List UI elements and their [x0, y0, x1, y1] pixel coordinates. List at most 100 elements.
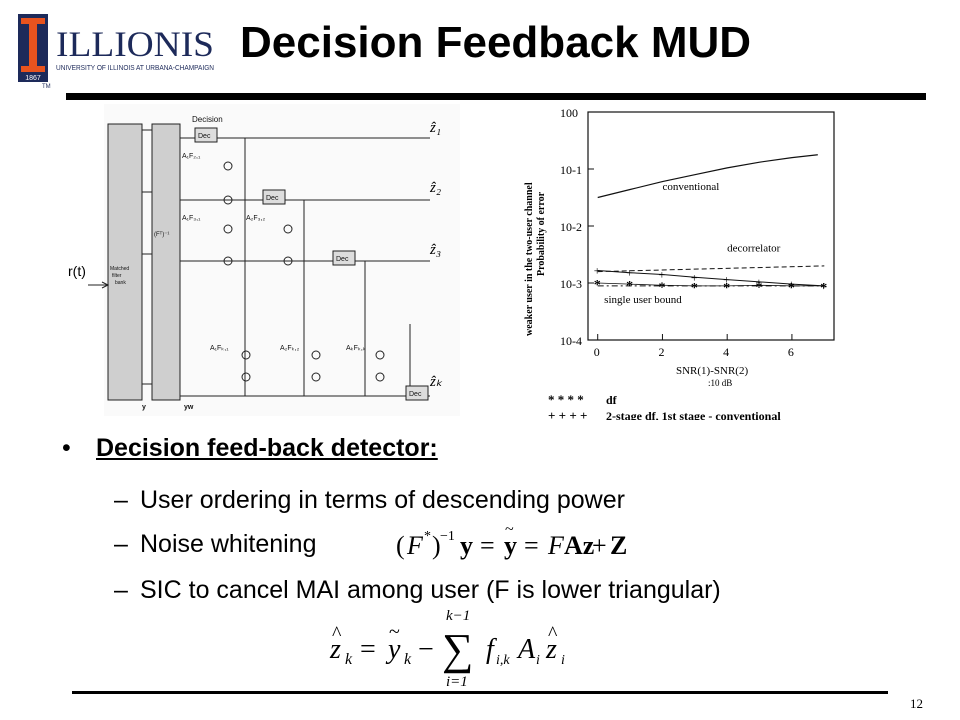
- dec-label-3: Dec: [336, 256, 349, 263]
- error-probability-chart: 100 10-1 10-2 10-3 10-4 0 2 4 6 weaker user in th…: [524, 106, 835, 420]
- sic-sub-k2: k: [404, 651, 412, 668]
- sub-bullet-2-text: Noise whitening: [140, 530, 317, 558]
- df-point: *: [756, 280, 763, 295]
- x-tick-label: 6: [788, 345, 794, 359]
- sic-sub-i: i: [536, 653, 540, 668]
- sic-hat-2: ^: [548, 623, 558, 645]
- two-stage-point: +: [723, 273, 730, 287]
- eq-tilde: ~: [505, 521, 514, 538]
- dec-label-k: Dec: [409, 391, 422, 398]
- y-tick-label: 10-4: [560, 334, 582, 348]
- df-point: *: [788, 281, 795, 296]
- whitening-equation: ( F * ) −1 y = y ~ = F Az + Z: [396, 521, 627, 560]
- df-point: *: [820, 281, 827, 296]
- yw-label: yw: [184, 404, 194, 411]
- sic-tilde: ~: [389, 621, 400, 643]
- eq-y: y: [460, 531, 473, 560]
- y-label: y: [142, 404, 146, 411]
- page-number: 12: [910, 696, 923, 711]
- sic-minus: −: [418, 634, 434, 665]
- footer-rule: [72, 691, 888, 694]
- curve-label-conventional: conventional: [662, 181, 719, 193]
- x-tick-label: 2: [658, 345, 664, 359]
- df-point: *: [626, 279, 633, 294]
- coeff-label-2: A₁F₃,₁: [182, 215, 201, 222]
- dec-label-2: Dec: [266, 195, 279, 202]
- two-stage-point: +: [658, 267, 665, 281]
- sic-upper: k−1: [446, 608, 470, 624]
- eq-plus: +: [592, 531, 607, 560]
- logo-subtitle: UNIVERSITY OF ILLINOIS AT URBANA-CHAMPAI…: [56, 63, 214, 72]
- x-tick-label: 4: [723, 345, 729, 359]
- output-zk: ẑₖ: [429, 374, 443, 390]
- sic-zk: z: [329, 634, 341, 665]
- series-line-2: [597, 265, 825, 273]
- dec-block-k: [405, 385, 429, 401]
- matched-filter-bank-block: [107, 123, 143, 401]
- sic-f: f: [486, 634, 497, 665]
- mf-label-1: Matched: [110, 266, 129, 272]
- x-axis-label: SNR(1)-SNR(2): [676, 365, 748, 377]
- illinois-logo: 1867 ILLIONIS UNIVERSITY OF ILLINOIS AT …: [18, 14, 214, 90]
- eq-paren-open: (: [396, 531, 405, 560]
- df-point: *: [658, 280, 665, 295]
- series-line-4: [597, 282, 825, 287]
- dash-glyph: –: [114, 530, 128, 558]
- mf-label-3: bank: [115, 280, 126, 286]
- output-z1: ẑ₁: [429, 120, 441, 136]
- df-point: *: [691, 281, 698, 296]
- y-tick-label: 10-1: [560, 163, 582, 177]
- dec-block-2: [262, 189, 286, 205]
- y-axis-label-2: Probability of error: [536, 191, 547, 276]
- eq-f: F: [406, 531, 424, 560]
- logo-tm: TM: [42, 84, 51, 90]
- two-stage-point: +: [626, 266, 633, 280]
- legend-label: df: [606, 393, 618, 407]
- sub-bullet-3-text: SIC to cancel MAI among user (F is lower…: [140, 576, 721, 604]
- decision-label: Decision: [192, 115, 223, 124]
- df-point: *: [723, 281, 730, 296]
- output-z2: ẑ₂: [429, 180, 441, 196]
- x-axis-note: :10 dB: [708, 378, 732, 388]
- eq-f2: F: [547, 531, 565, 560]
- dec-block-3: [332, 250, 356, 266]
- dfe-block-diagram: Dec Dec Dec Dec Decision A₁F₂,₁ A₁F₃,₁ A…: [68, 104, 460, 416]
- sub-bullet-1-text: User ordering in terms of descending pow…: [140, 486, 625, 514]
- output-z3: ẑ₃: [429, 242, 441, 258]
- slide-title: Decision Feedback MUD: [240, 18, 752, 67]
- sic-equals: =: [360, 634, 376, 665]
- dec-block-1: [194, 127, 218, 143]
- bullet-main: • Decision feed-back detector:: [62, 434, 438, 463]
- y-tick-label: 100: [560, 106, 578, 120]
- curve-label-decorrelator: decorrelator: [727, 243, 780, 255]
- dec-label-1: Dec: [198, 133, 211, 140]
- mf-label-2: filter: [112, 273, 122, 279]
- eq-equals-1: =: [480, 531, 495, 560]
- two-stage-point: +: [756, 275, 763, 289]
- eq-star: *: [424, 529, 431, 544]
- y-tick-label: 10-3: [560, 277, 582, 291]
- eq-equals-2: =: [524, 531, 539, 560]
- series-line-1: [597, 154, 818, 199]
- series-line-5: [597, 269, 825, 287]
- whitening-filter-block: [151, 123, 181, 401]
- dash-glyph: –: [114, 576, 128, 604]
- x-tick-label: 0: [594, 345, 600, 359]
- input-label: r(t): [68, 263, 86, 279]
- bullet-glyph: •: [62, 434, 71, 462]
- legend-marker: + + + +: [548, 408, 587, 420]
- y-axis-label-1: weaker user in the two-user channel: [524, 182, 535, 336]
- sic-ytilde: y: [385, 634, 401, 665]
- title-rule: [66, 93, 926, 100]
- sic-a: A: [516, 634, 536, 665]
- eq-inverse: −1: [440, 529, 455, 544]
- sub-bullet-1: – User ordering in terms of descending p…: [114, 486, 625, 515]
- two-stage-point: +: [788, 277, 795, 291]
- y-tick-label: 10-2: [560, 220, 582, 234]
- two-stage-point: +: [691, 270, 698, 284]
- chart-frame: [587, 111, 835, 341]
- legend-label: 2-stage df, 1st stage - conventional: [606, 409, 781, 420]
- sub-bullet-2: – Noise whitening: [114, 530, 317, 559]
- sic-hat-1: ^: [332, 623, 342, 645]
- sic-equation: z ^ k = y ~ k − ∑ k−1 i=1 f i,k A i z ^ …: [329, 608, 565, 690]
